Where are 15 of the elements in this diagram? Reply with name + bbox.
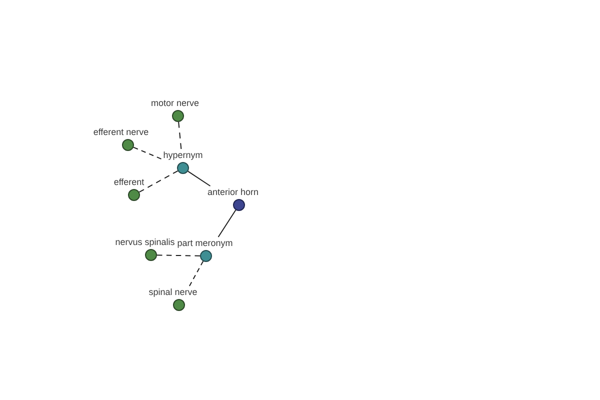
node-label: spinal nerve [148,287,198,298]
dashed-connector [138,170,178,193]
node-label: motor nerve [150,98,200,109]
connector-line [218,210,236,238]
connector-line [188,170,211,186]
dashed-connector [188,260,204,286]
dashed-connector [178,121,182,150]
dashed-connector [156,254,200,256]
node-label: efferent nerve [92,127,150,138]
node-label: nervus spinalis [114,237,176,248]
node-label: anterior horn [206,187,260,198]
node-label: hypernym [162,150,204,161]
node-label: part meronym [176,238,234,249]
node-label: efferent [112,177,146,188]
dashed-connector [133,146,162,160]
